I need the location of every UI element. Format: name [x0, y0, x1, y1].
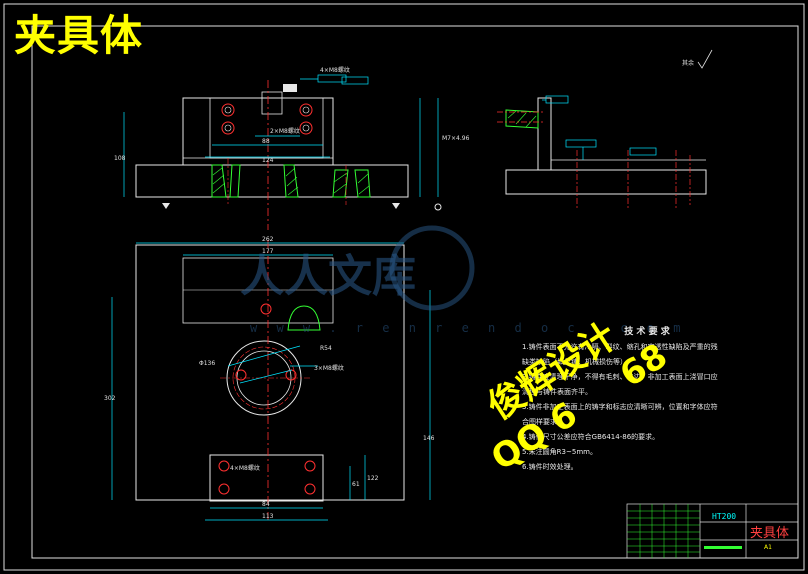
bottom-hole-note: 4×M8螺纹: [230, 464, 260, 472]
side-view: [497, 95, 707, 210]
dim-front-right: M7×4.96: [442, 135, 470, 142]
drawing-title: 夹具体: [14, 11, 144, 60]
inner-border: [31, 25, 799, 559]
note-item: 6.铸件时效处理。: [522, 463, 578, 471]
circle-radius-note: R54: [320, 345, 332, 352]
title-block-grid: [627, 504, 700, 558]
front-view: [123, 74, 442, 230]
note-item: 2.铸件应清理干净，不得有毛刺、飞边，非加工表面上浇冒口应清理与铸件表面齐平。: [522, 373, 718, 396]
technical-notes-title: 技 术 要 求: [624, 327, 670, 337]
dim-bottom-61: 61: [352, 481, 360, 488]
outer-border: [3, 3, 805, 571]
plan-view: [111, 240, 431, 521]
watermark-url: w w w . r e n r e n d o c . c o m: [250, 321, 687, 335]
part-name-label: 夹具体: [750, 526, 790, 541]
dim-front-88: 88: [262, 138, 270, 145]
dim-bottom-84: 84: [262, 501, 270, 508]
note-item: 3.铸件非加工表面上的铸字和标志应清晰可辨，位置和字体应符合图样要求。: [522, 403, 718, 426]
material-label: HT200: [712, 512, 737, 521]
dim-plan-height: 302: [104, 395, 116, 402]
front-note-2holes: 2×M8螺纹: [270, 127, 300, 135]
title-block: [626, 503, 799, 559]
watermark-site: 人人文库: [240, 251, 416, 302]
dim-front-108: 108: [114, 155, 126, 162]
note-item: 5.未注圆角R3~5mm。: [522, 448, 597, 456]
dim-plan-width: 262: [262, 236, 274, 243]
roughness-symbol: [697, 49, 713, 69]
dim-bottom-122: 122: [367, 475, 379, 482]
circle-hole-note: 3×M8螺纹: [314, 364, 344, 372]
dim-plan-inner: 177: [262, 248, 274, 255]
roughness-note: 其余: [682, 59, 694, 67]
note-item: 4.铸件尺寸公差应符合GB6414-86的要求。: [522, 433, 660, 441]
technical-notes: 技 术 要 求 1.铸件表面不允许有冷隔、裂纹、缩孔和穿透性缺陷及严重的残缺类缺…: [522, 325, 722, 475]
front-note-holes: 4×M8螺纹: [320, 66, 350, 74]
dim-plan-right: 146: [423, 435, 435, 442]
note-item: 1.铸件表面不允许有冷隔、裂纹、缩孔和穿透性缺陷及严重的残缺类缺陷（如欠铸、机械…: [522, 343, 718, 366]
scale-label: A1: [764, 544, 772, 551]
watermark-logo-ring: [389, 225, 475, 311]
dim-bottom-113: 113: [262, 513, 274, 520]
title-block-strip: [704, 546, 742, 549]
dim-front-124: 124: [262, 157, 274, 164]
circle-dia-note: Φ136: [199, 360, 215, 367]
